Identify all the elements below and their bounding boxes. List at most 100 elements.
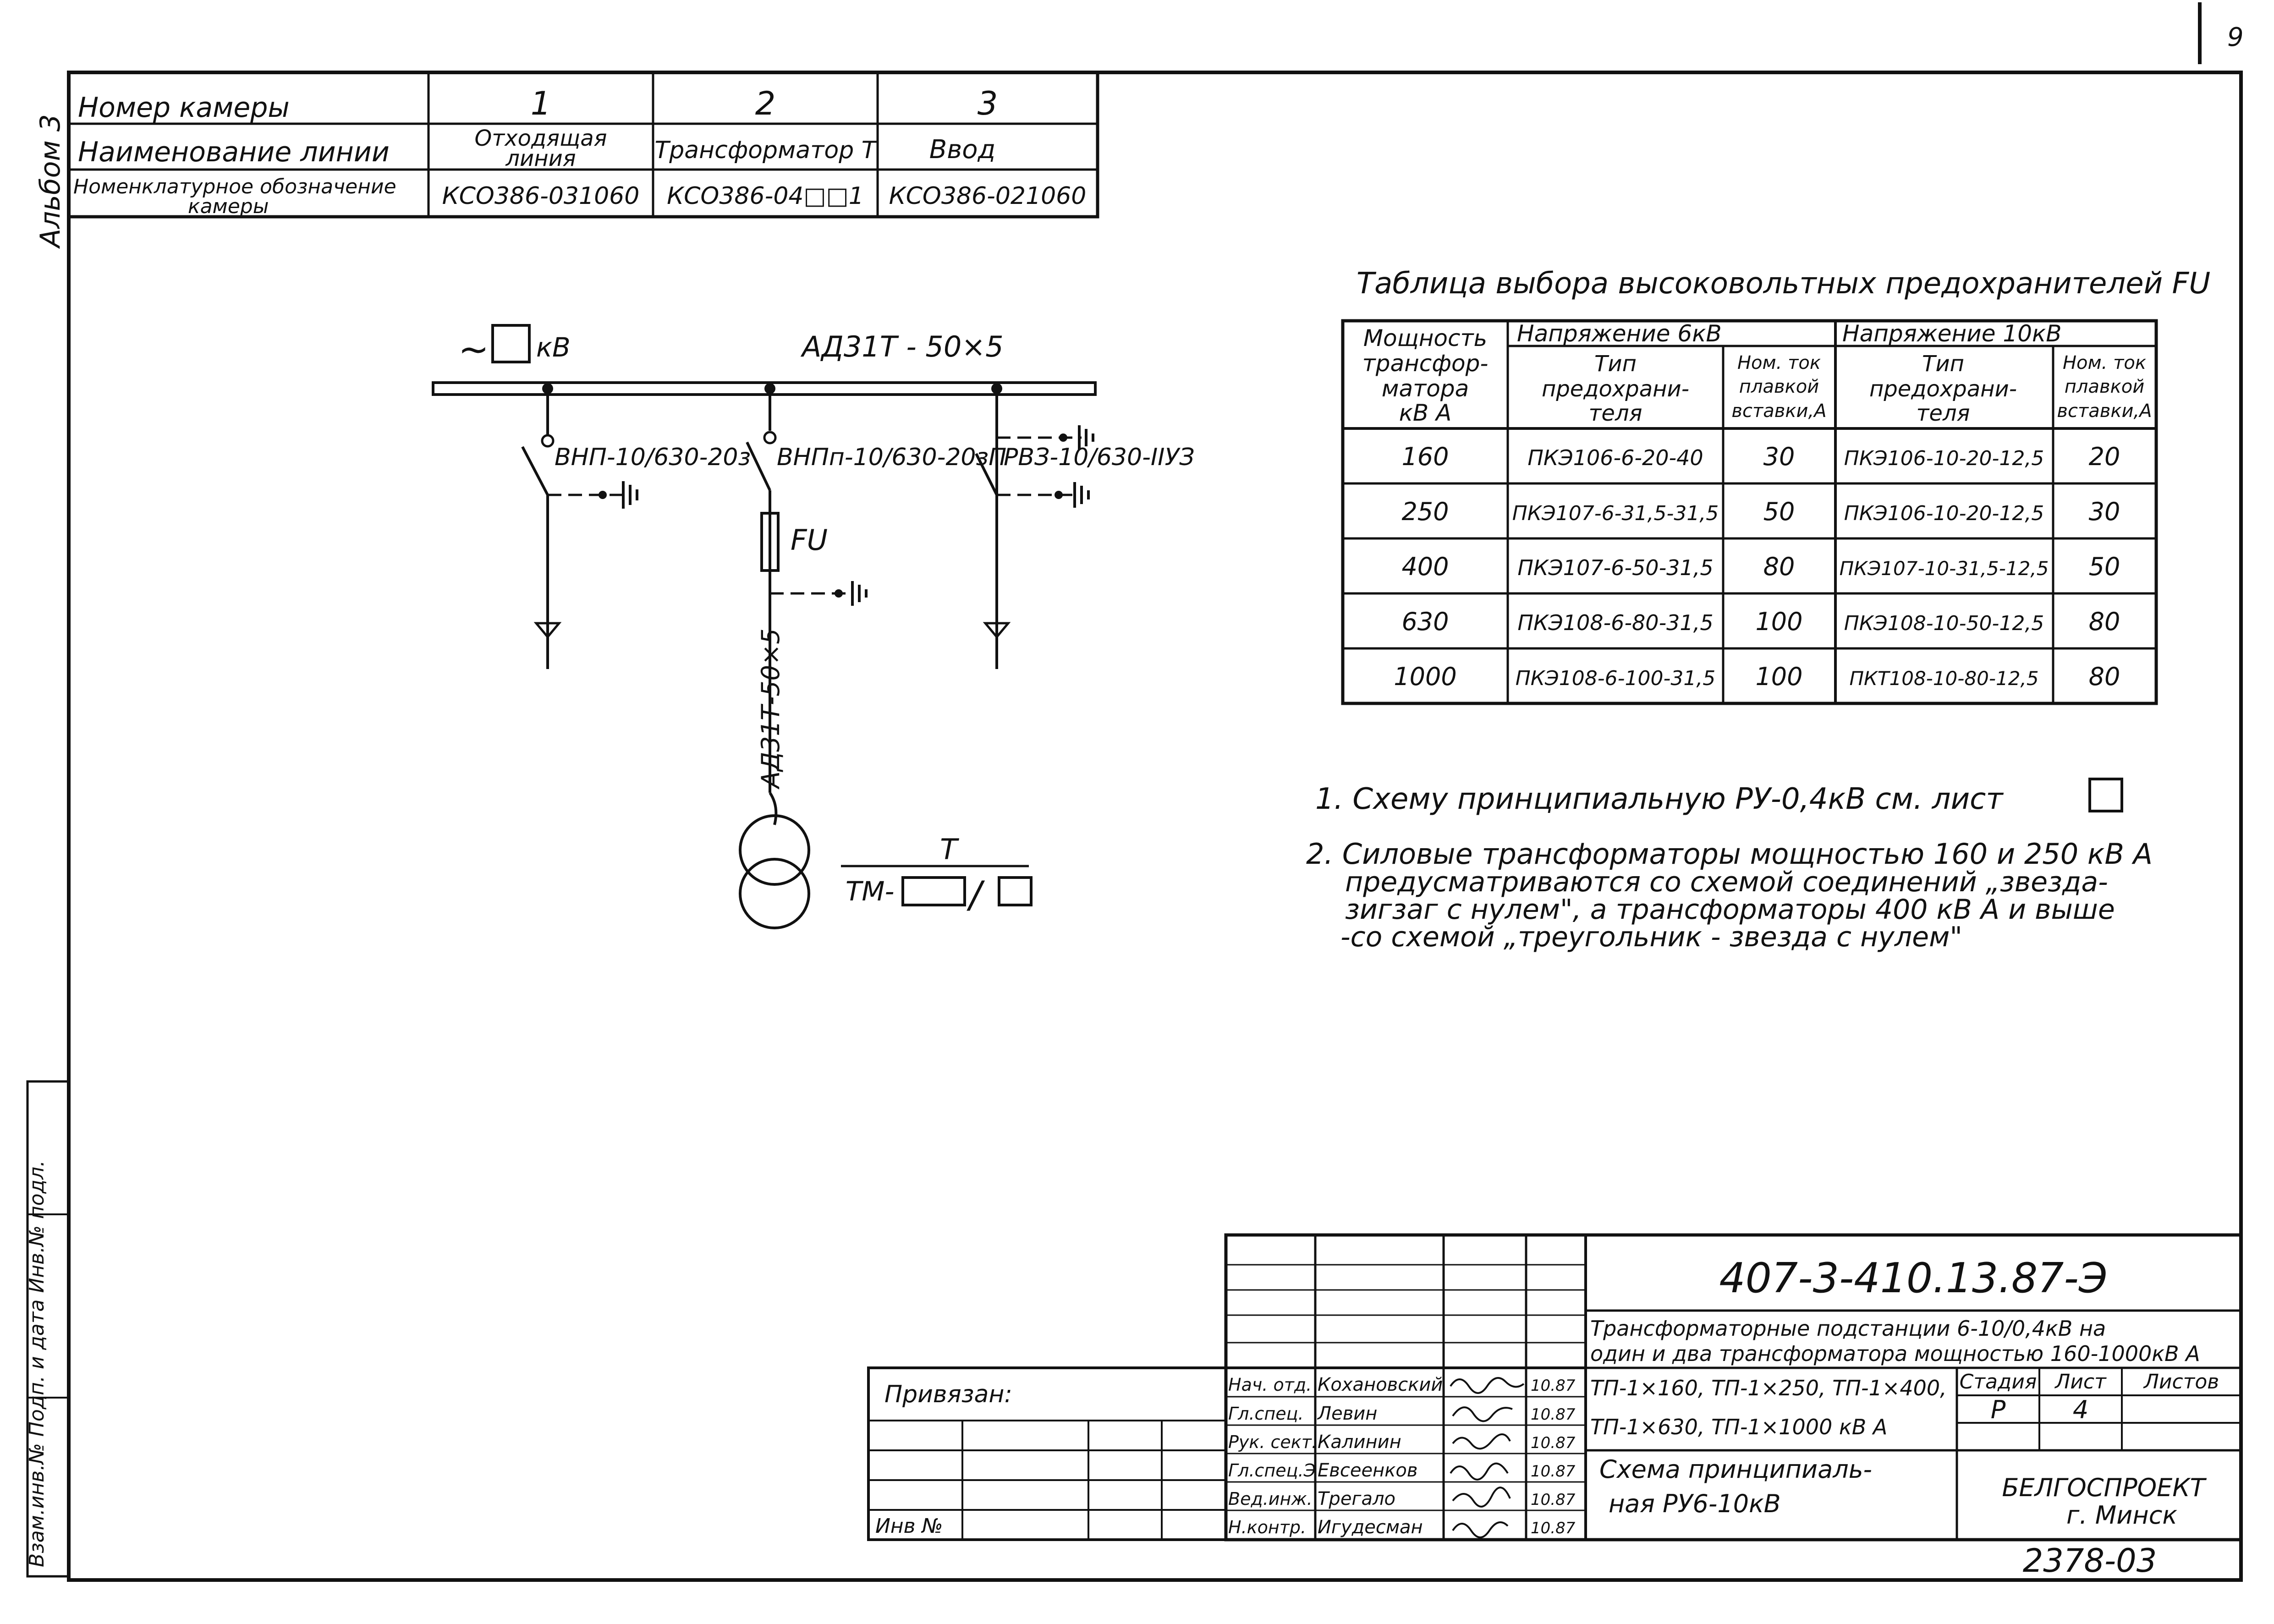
busbar-label: АД31Т - 50×5: [800, 330, 1004, 363]
doc-code: 407-3-410.13.87-Э: [1719, 1254, 2107, 1302]
fuse-table-title: Таблица выбора высоковольтных предохрани…: [1357, 267, 2210, 301]
staff-row: Гл.спец.Э Евсеенков 10.87: [1228, 1460, 1576, 1481]
voltage-box: [491, 324, 531, 363]
variants-2: ТП-1×630, ТП-1×1000 кВ А: [1590, 1415, 1887, 1439]
variants-1: ТП-1×160, ТП-1×250, ТП-1×400,: [1590, 1376, 1947, 1400]
feeder-cable-label: АД31Т-50×5: [756, 628, 785, 790]
camera-2-number: 2: [755, 85, 776, 122]
fuse: [760, 512, 780, 572]
head-power-3: матора: [1382, 375, 1469, 402]
row-cur6: 80: [1763, 552, 1795, 581]
side-stamp: Взам.инв.№ Подп. и дата Инв.№ подл.: [25, 1080, 70, 1578]
head-power-4: кВ А: [1399, 400, 1452, 426]
drawing-frame: [67, 71, 2243, 1582]
row-power: 250: [1401, 497, 1449, 526]
note-1: 1. Схему принципиальную РУ-0,4кВ см. лис…: [1315, 782, 2004, 816]
sheet-title-1: Схема принципиаль-: [1599, 1455, 1872, 1484]
row-cur10: 30: [2089, 497, 2120, 526]
staff-role: Нач. отд.: [1228, 1375, 1312, 1395]
row-cur6: 100: [1755, 607, 1802, 636]
camera-1-number: 1: [531, 85, 551, 122]
staff-name: Трегало: [1318, 1488, 1395, 1509]
row-camera-number: Номер камеры: [78, 92, 290, 124]
head-current-10-2: плавкой: [2065, 376, 2144, 397]
staff-role: Гл.спец.: [1228, 1404, 1304, 1424]
camera-1-code: КСО386-031060: [442, 182, 640, 210]
corner-mark: 9: [2227, 22, 2244, 52]
row-power: 630: [1401, 607, 1449, 636]
staff-name: Игудесман: [1318, 1517, 1423, 1538]
staff-date: 10.87: [1531, 1434, 1576, 1452]
table-row: 630 ПКЭ108-6-80-31,5 100 ПКЭ108-10-50-12…: [1401, 607, 2120, 636]
staff-date: 10.87: [1531, 1405, 1576, 1424]
table-row: 250 ПКЭ107-6-31,5-31,5 50 ПКЭ106-10-20-1…: [1401, 497, 2120, 526]
head-type-10-2: предохрани-: [1869, 376, 2017, 402]
row-type6: ПКЭ106-6-20-40: [1527, 445, 1703, 470]
stage-label: Стадия: [1960, 1370, 2037, 1394]
camera-3-name: Ввод: [929, 135, 995, 165]
row-cur10: 80: [2089, 662, 2120, 691]
transformer-winding-2: [739, 858, 810, 929]
row-type10: ПКЭ106-10-20-12,5: [1844, 502, 2044, 525]
staff-role: Вед.инж.: [1228, 1489, 1313, 1509]
row-cur6: 30: [1763, 442, 1795, 471]
row-cur10: 80: [2089, 607, 2120, 636]
project-title-2: один и два трансформатора мощностью 160-…: [1590, 1341, 2200, 1366]
transformer-label: T: [940, 833, 959, 866]
stage-value: Р: [1991, 1395, 2006, 1424]
staff-date: 10.87: [1531, 1377, 1576, 1395]
head-6kv: Напряжение 6кВ: [1517, 320, 1722, 347]
voltage-unit: кВ: [536, 332, 571, 363]
feeder-1: ВНП-10/630-20з: [521, 383, 751, 669]
staff-name: Евсеенков: [1318, 1460, 1417, 1481]
feeder-2: ВНПп-10/630-20зП FU АД31Т-50×5: [739, 383, 1006, 929]
cameras-table: Номер камеры Наименование линии Номенкла…: [67, 71, 1099, 219]
table-row: 160 ПКЭ106-6-20-40 30 ПКЭ106-10-20-12,5 …: [1401, 442, 2120, 471]
fuse-label: FU: [791, 523, 828, 557]
voltage-tilde: ~: [458, 328, 489, 371]
head-type-10-3: теля: [1916, 401, 1970, 426]
sheet-title-2: ная РУ6-10кВ: [1609, 1489, 1781, 1518]
transformer-designation: T ТМ- /: [841, 833, 1033, 916]
head-power: Мощность: [1363, 325, 1487, 351]
org-name: БЕЛГОСПРОЕКТ: [2002, 1473, 2207, 1502]
row-type6: ПКЭ107-6-31,5-31,5: [1512, 502, 1719, 525]
row-cur6: 50: [1763, 497, 1795, 526]
staff-role: Н.контр.: [1228, 1517, 1306, 1537]
head-type-6-2: предохрани-: [1542, 376, 1689, 402]
sheet-label: Лист: [2054, 1370, 2107, 1394]
row-type6: ПКЭ107-6-50-31,5: [1517, 555, 1713, 580]
note-2-line-3: зигзаг с нулем", а трансформаторы 400 кВ…: [1345, 894, 2115, 926]
switch-1-label: ВНП-10/630-20з: [555, 444, 751, 471]
row-type10: ПКЭ108-10-50-12,5: [1844, 612, 2044, 635]
staff-name: Калинин: [1318, 1432, 1401, 1453]
camera-3-code: КСО386-021060: [889, 182, 1087, 210]
side-stamp-text: Взам.инв.№ Подп. и дата Инв.№ подл.: [25, 1160, 49, 1567]
inv-label: Инв №: [875, 1514, 943, 1538]
staff-name: Левин: [1317, 1403, 1377, 1424]
busbar: [432, 381, 1097, 396]
head-power-2: трансфор-: [1362, 350, 1489, 377]
row-camera-code: Номенклатурное обозначение: [73, 175, 396, 198]
row-power: 400: [1401, 552, 1449, 581]
camera-2-code: КСО386-04□□1: [667, 182, 864, 210]
note-2-line-4: -со схемой „треугольник - звезда с нулем…: [1340, 921, 1962, 953]
sheet-number: 2378-03: [2023, 1542, 2157, 1580]
staff-role: Рук. сект.: [1228, 1432, 1317, 1452]
head-current-6-3: вставки,А: [1731, 401, 1826, 422]
staff-row: Вед.инж. Трегало 10.87: [1228, 1488, 1576, 1509]
staff-row: Н.контр. Игудесман 10.87: [1228, 1517, 1576, 1538]
row-line-name: Наименование линии: [78, 136, 390, 168]
row-type10: ПКЭ107-10-31,5-12,5: [1840, 557, 2049, 580]
camera-2-name: Трансформатор Т: [654, 137, 878, 164]
camera-3-number: 3: [978, 85, 998, 122]
row-type10: ПКТ108-10-80-12,5: [1849, 667, 2038, 690]
staff-date: 10.87: [1531, 1462, 1576, 1481]
head-current-6: Ном. ток: [1737, 352, 1821, 373]
fuse-table: Таблица выбора высоковольтных предохрани…: [1341, 267, 2210, 705]
row-power: 1000: [1394, 662, 1456, 691]
head-type-6: Тип: [1594, 351, 1637, 377]
transformer-sep: /: [967, 873, 985, 916]
staff-date: 10.87: [1531, 1519, 1576, 1537]
